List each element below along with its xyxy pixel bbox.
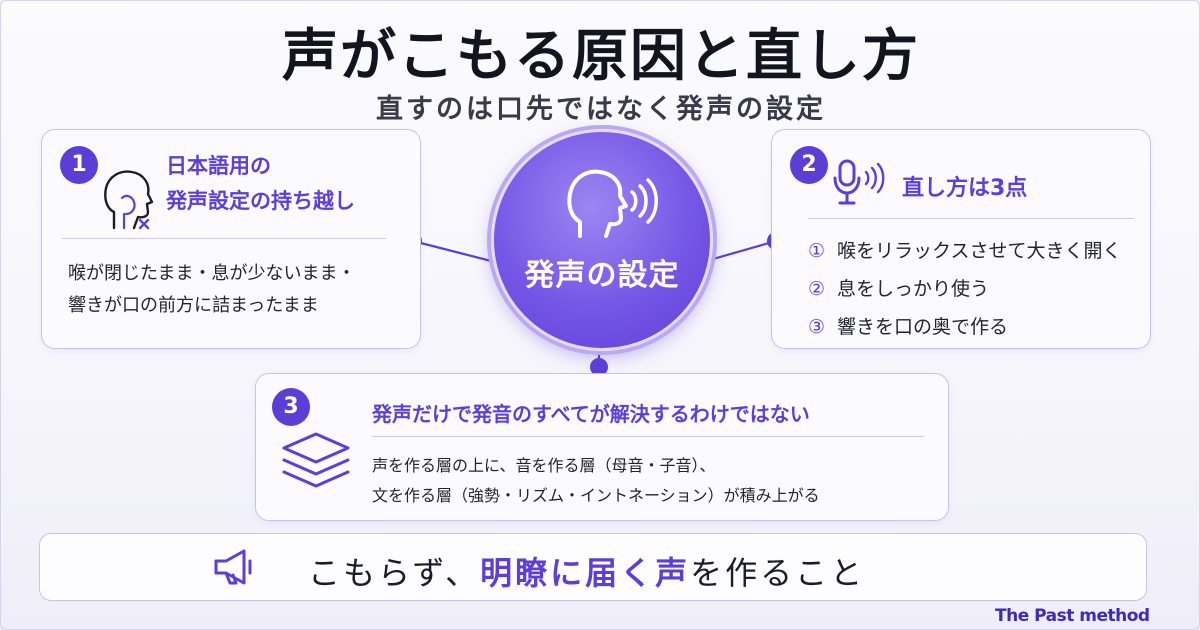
step-number-badge: 3	[272, 388, 310, 426]
card1-body-line2: 響きが口の前方に詰まったまま	[68, 295, 319, 316]
card1-divider	[62, 238, 386, 239]
brand-logo: The Past method	[995, 606, 1150, 626]
connector-dot-card3	[590, 358, 608, 376]
card3-heading: 発声だけで発音のすべてが解決するわけではない	[372, 402, 810, 426]
card3-body-line1: 声を作る層の上に、音を作る層（母音・子音）、	[372, 456, 716, 475]
connector-line-card2	[698, 239, 777, 265]
card1-heading-line1: 日本語用の	[166, 154, 271, 178]
layers-icon	[282, 432, 350, 488]
connector-line-card1	[412, 239, 500, 265]
speaking-head-icon	[567, 169, 658, 238]
hub-label: 発声の設定	[524, 258, 680, 293]
card2-heading: 直し方は3点	[902, 176, 1028, 201]
card3-body-line2: 文を作る層（強勢・リズム・イントネーション）が積み上がる	[372, 486, 820, 505]
conclusion-text: こもらず、明瞭に届く声を作ること	[308, 554, 866, 592]
cause-card: 1 日本語用の 発声設定の持ち越し 喉が閉じたまま・息が少ないまま・ 響きが口の…	[41, 129, 421, 349]
throat-anatomy-icon	[104, 170, 154, 230]
page-subtitle: 直すのは口先ではなく発声の設定	[376, 94, 826, 125]
card1-heading-line2: 発声設定の持ち越し	[166, 189, 355, 213]
central-hub: 発声の設定	[491, 129, 713, 351]
card1-body-line1: 喉が閉じたまま・息が少ないまま・	[68, 263, 356, 284]
page-title: 声がこもる原因と直し方	[282, 24, 920, 89]
conclusion-banner: こもらず、明瞭に届く声を作ること	[39, 533, 1147, 601]
step-number-badge: 1	[60, 146, 98, 184]
card2-divider	[808, 218, 1134, 219]
caveat-card: 3 発声だけで発音のすべてが解決するわけではない 声を作る層の上に、音を作る層（…	[255, 373, 949, 521]
step-number-badge: 2	[790, 146, 828, 184]
card3-divider	[372, 436, 924, 437]
megaphone-icon	[214, 549, 252, 585]
microphone-icon	[833, 159, 885, 205]
